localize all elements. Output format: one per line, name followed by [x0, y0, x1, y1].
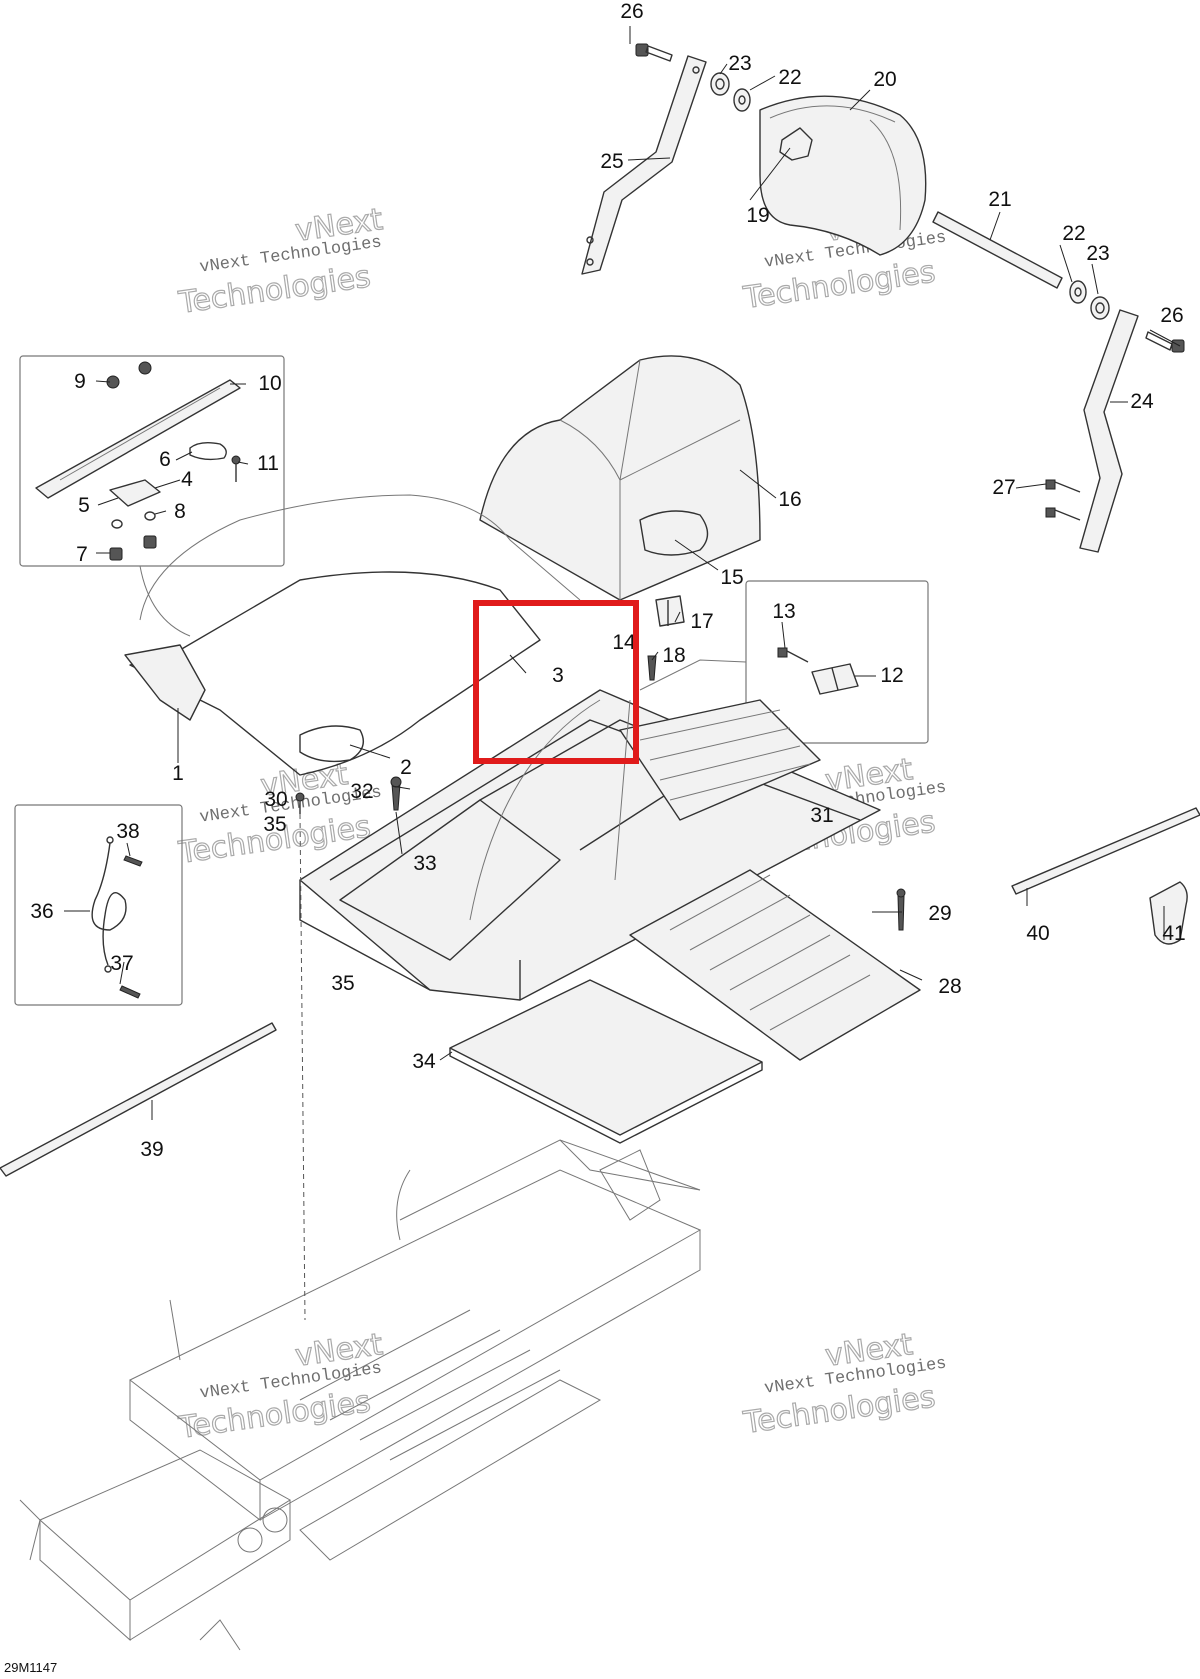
callout-31: 31 — [810, 804, 833, 827]
callout-9: 9 — [74, 370, 86, 393]
screw-icon — [1045, 479, 1081, 521]
decal-19 — [779, 127, 813, 161]
watermark-middle-left: vNext vNext Technologies Technologies — [175, 756, 383, 871]
callout-41: 41 — [1162, 922, 1185, 945]
strip-40 — [1011, 807, 1200, 895]
rivet-32 — [390, 776, 402, 811]
hinge-inset — [639, 580, 929, 744]
bolt-icon — [1145, 331, 1185, 353]
callout-7: 7 — [76, 543, 88, 566]
callout-37: 37 — [110, 952, 133, 975]
cable-inset — [14, 804, 183, 1006]
callout-34: 34 — [412, 1050, 436, 1073]
callout-3: 3 — [552, 664, 564, 687]
callout-33: 33 — [413, 852, 436, 875]
watermark-top-left: vNext vNext Technologies Technologies — [175, 201, 385, 321]
callout-29: 29 — [928, 902, 951, 925]
bolt-icon — [635, 43, 673, 62]
mat-34 — [449, 979, 763, 1136]
callout-23: 23 — [728, 52, 751, 75]
callout-22b: 22 — [1062, 222, 1085, 245]
callout-8: 8 — [174, 500, 186, 523]
decal-15 — [639, 510, 709, 556]
callout-20: 20 — [873, 68, 896, 91]
callout-13: 13 — [772, 600, 795, 623]
callout-24: 24 — [1130, 390, 1154, 413]
callout-11: 11 — [257, 452, 279, 475]
callout-38: 38 — [116, 820, 139, 843]
storage-frame — [299, 689, 881, 1001]
callout-28: 28 — [938, 975, 961, 998]
passenger-seat-assembly — [479, 355, 761, 601]
callout-6: 6 — [159, 448, 171, 471]
callout-4: 4 — [181, 468, 193, 491]
callout-25: 25 — [600, 150, 623, 173]
callout-23b: 23 — [1086, 242, 1109, 265]
callout-15: 15 — [720, 566, 743, 589]
callout-18: 18 — [662, 644, 685, 667]
callout-1: 1 — [172, 762, 184, 785]
backrest-assembly — [581, 43, 1185, 553]
main-seat-assembly — [124, 494, 581, 776]
diagram-code: 29M1147 — [4, 1660, 57, 1675]
washer-23-left — [710, 72, 730, 96]
rod-21 — [932, 211, 1063, 289]
callout-12: 12 — [880, 664, 903, 687]
decal-2 — [299, 725, 364, 763]
callout-39: 39 — [140, 1138, 163, 1161]
callout-16: 16 — [778, 488, 801, 511]
callout-2: 2 — [400, 756, 412, 779]
screw-18 — [647, 655, 657, 681]
chassis-frame — [19, 1139, 702, 1651]
callout-21: 21 — [988, 188, 1011, 211]
washer-22-left — [733, 88, 751, 112]
washer-23-right — [1090, 296, 1110, 320]
cable-6 — [189, 441, 227, 461]
callout-19: 19 — [746, 204, 769, 227]
highlight-box — [473, 600, 639, 764]
seat-outline — [139, 494, 581, 621]
backrest-pad-20 — [759, 95, 927, 256]
latch-4 — [109, 479, 161, 507]
callout-35a: 35 — [263, 813, 286, 836]
callout-17: 17 — [690, 610, 713, 633]
callout-26b: 26 — [1160, 304, 1183, 327]
callout-numbers: 26 23 22 20 25 19 21 22 23 26 24 27 16 1… — [30, 0, 1185, 1161]
strip-39 — [0, 1022, 277, 1177]
callout-26: 26 — [620, 0, 643, 23]
washer-22-right — [1069, 280, 1087, 304]
end-cap-41 — [1149, 881, 1188, 945]
callout-22: 22 — [778, 66, 801, 89]
bracket-24 — [1079, 309, 1139, 553]
callout-30: 30 — [264, 788, 287, 811]
seat-front-1 — [124, 644, 206, 721]
callout-40: 40 — [1026, 922, 1049, 945]
bracket-25 — [581, 55, 707, 275]
callout-27: 27 — [992, 476, 1015, 499]
rivet-30 — [295, 792, 305, 814]
leader-lines — [64, 26, 1181, 1321]
callout-36: 36 — [30, 900, 53, 923]
callout-35: 35 — [331, 972, 354, 995]
latch-inset — [19, 355, 285, 567]
tray-31 — [619, 699, 821, 821]
watermark-bottom-right: vNext vNext Technologies Technologies — [740, 1326, 948, 1441]
callout-32: 32 — [350, 780, 373, 803]
callout-5: 5 — [78, 494, 90, 517]
callout-14: 14 — [612, 631, 636, 654]
floor-panel-28 — [629, 869, 921, 1061]
rivet-29 — [896, 888, 906, 931]
callout-10: 10 — [258, 372, 281, 395]
hinge-17 — [655, 595, 685, 627]
strap-10 — [35, 379, 241, 499]
